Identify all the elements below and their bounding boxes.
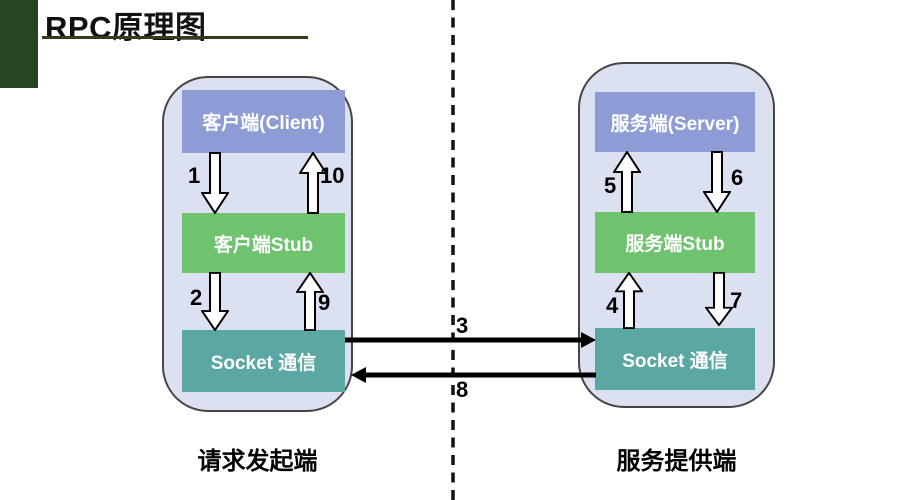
server-stub-box: 服务端Stub xyxy=(595,212,755,273)
arrow-left-step8-icon xyxy=(351,367,596,383)
client-server-boundary-dashed-line xyxy=(451,0,455,500)
arrow-down-step1-icon xyxy=(201,152,229,214)
server-box: 服务端(Server) xyxy=(595,92,755,152)
server-side-caption: 服务提供端 xyxy=(616,448,737,475)
arrow-down-step7-icon xyxy=(705,272,733,326)
arrow-down-step2-icon xyxy=(201,272,229,331)
step-label-7: 7 xyxy=(730,288,743,313)
client-stub-box: 客户端Stub xyxy=(182,213,345,273)
arrow-down-step6-icon xyxy=(703,151,731,213)
arrow-up-step5-icon xyxy=(613,151,641,213)
step-label-3: 3 xyxy=(456,313,469,338)
page-title: RPC原理图 xyxy=(45,10,207,45)
step-label-9: 9 xyxy=(318,290,331,315)
arrow-right-step3-icon xyxy=(345,332,596,348)
arrow-up-step10-icon xyxy=(299,152,327,214)
step-label-4: 4 xyxy=(606,293,619,318)
step-label-8: 8 xyxy=(456,377,469,402)
corner-accent-block xyxy=(0,0,38,88)
step-label-6: 6 xyxy=(731,165,744,190)
step-label-1: 1 xyxy=(188,163,201,188)
server-socket-box: Socket 通信 xyxy=(595,328,755,390)
step-label-2: 2 xyxy=(190,285,203,310)
client-side-caption: 请求发起端 xyxy=(197,448,318,475)
step-label-5: 5 xyxy=(604,173,617,198)
title-underline xyxy=(42,36,308,39)
client-box: 客户端(Client) xyxy=(182,90,345,153)
step-label-10: 10 xyxy=(320,163,345,188)
client-socket-box: Socket 通信 xyxy=(182,330,345,392)
arrow-up-step9-icon xyxy=(296,272,324,331)
arrow-up-step4-icon xyxy=(615,272,643,329)
